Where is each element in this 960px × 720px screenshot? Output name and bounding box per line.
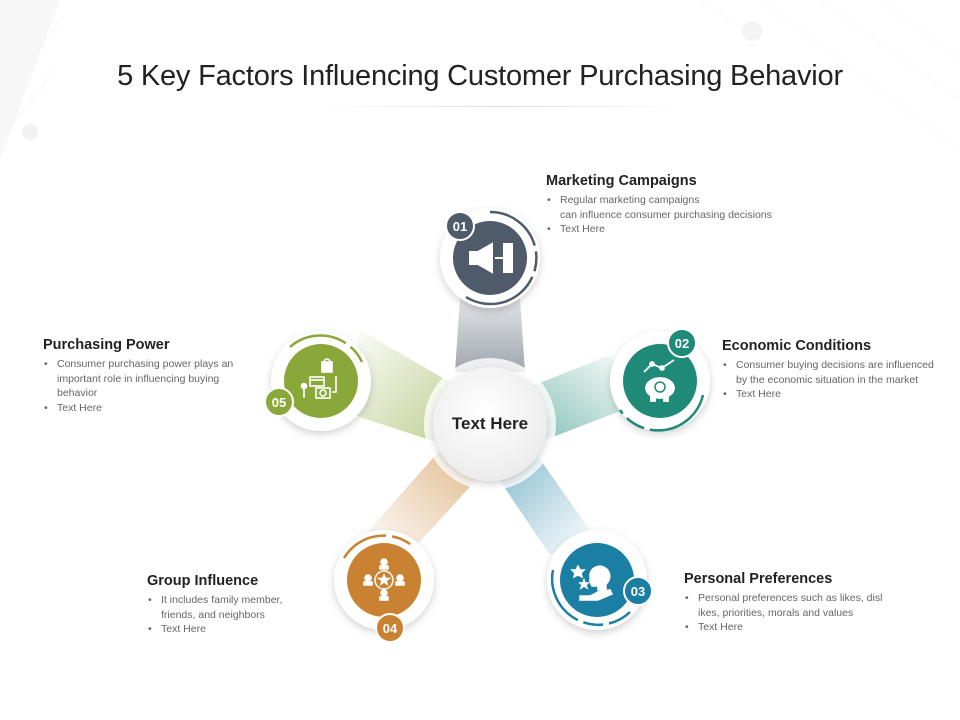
slide-title: 5 Key Factors Influencing Customer Purch… bbox=[117, 60, 843, 92]
factor-bullets: Regular marketing campaigns can influenc… bbox=[546, 193, 806, 237]
number-05: 05 bbox=[272, 395, 286, 410]
bullet-continuation: important role in influencing buying bbox=[57, 372, 220, 385]
factor-heading: Economic Conditions bbox=[722, 338, 872, 354]
title-divider bbox=[320, 106, 685, 107]
bullet-continuation: ikes, priorities, morals and values bbox=[698, 606, 854, 619]
megaphone-icon bbox=[469, 242, 513, 274]
bullet-item: Text Here bbox=[684, 620, 924, 635]
factor-bullets: Consumer purchasing power plays an impor… bbox=[43, 357, 263, 415]
bullet-item: Personal preferences such as likes, disl bbox=[684, 591, 924, 606]
factor-heading: Purchasing Power bbox=[43, 337, 170, 353]
bullet-item: Text Here bbox=[43, 401, 263, 416]
factor-bullets: Consumer buying decisions are influenced… bbox=[722, 358, 958, 402]
bullet-continuation: by the economic situation in the market bbox=[736, 373, 919, 386]
bullet-item: It includes family member, bbox=[147, 593, 322, 608]
node-personal-preferences: 03 bbox=[547, 530, 653, 630]
bullet-item: Text Here bbox=[722, 387, 958, 402]
piggy-bank-icon bbox=[643, 359, 675, 402]
background-decoration bbox=[0, 0, 960, 160]
factor-heading: Marketing Campaigns bbox=[546, 173, 697, 189]
node-marketing-campaigns: 01 bbox=[440, 208, 540, 308]
number-02: 02 bbox=[675, 336, 689, 351]
group-network-icon bbox=[363, 558, 405, 601]
text-block-group-influence: Group Influence It includes family membe… bbox=[147, 573, 322, 637]
number-badge-05 bbox=[264, 387, 294, 417]
bullet-item: Regular marketing campaigns bbox=[546, 193, 806, 208]
number-badge-03 bbox=[623, 576, 653, 606]
text-block-personal-preferences: Personal Preferences Personal preference… bbox=[684, 571, 924, 635]
bullet-item: Text Here bbox=[147, 622, 322, 637]
bullet-continuation: behavior bbox=[57, 387, 98, 399]
center-circle bbox=[433, 367, 547, 481]
number-04: 04 bbox=[383, 621, 398, 636]
bullet-item: Consumer purchasing power plays an bbox=[43, 357, 263, 372]
text-block-purchasing-power: Purchasing Power Consumer purchasing pow… bbox=[43, 337, 263, 415]
node-economic-conditions: 02 bbox=[610, 328, 710, 432]
shopping-money-icon bbox=[300, 358, 337, 399]
head-hand-stars-icon bbox=[570, 564, 614, 601]
center-label: Text Here bbox=[451, 414, 529, 433]
number-01: 01 bbox=[453, 219, 467, 234]
bullet-item: Text Here bbox=[546, 222, 806, 237]
factor-heading: Group Influence bbox=[147, 573, 259, 589]
bullet-continuation: friends, and neighbors bbox=[161, 608, 265, 621]
factor-heading: Personal Preferences bbox=[684, 571, 833, 587]
number-badge-02 bbox=[667, 328, 697, 358]
node-purchasing-power: 05 bbox=[264, 331, 371, 431]
number-badge-01 bbox=[445, 211, 475, 241]
bullet-continuation: can influence consumer purchasing decisi… bbox=[560, 208, 772, 221]
text-block-economic-conditions: Economic Conditions Consumer buying deci… bbox=[722, 338, 958, 402]
factor-bullets: Personal preferences such as likes, disl… bbox=[684, 591, 924, 635]
number-03: 03 bbox=[631, 584, 645, 599]
bullet-item: Consumer buying decisions are influenced bbox=[722, 358, 958, 373]
factor-bullets: It includes family member, friends, and … bbox=[147, 593, 322, 637]
node-group-influence: 04 bbox=[334, 530, 434, 643]
text-block-marketing-campaigns: Marketing Campaigns Regular marketing ca… bbox=[546, 173, 806, 237]
number-badge-04 bbox=[375, 613, 405, 643]
